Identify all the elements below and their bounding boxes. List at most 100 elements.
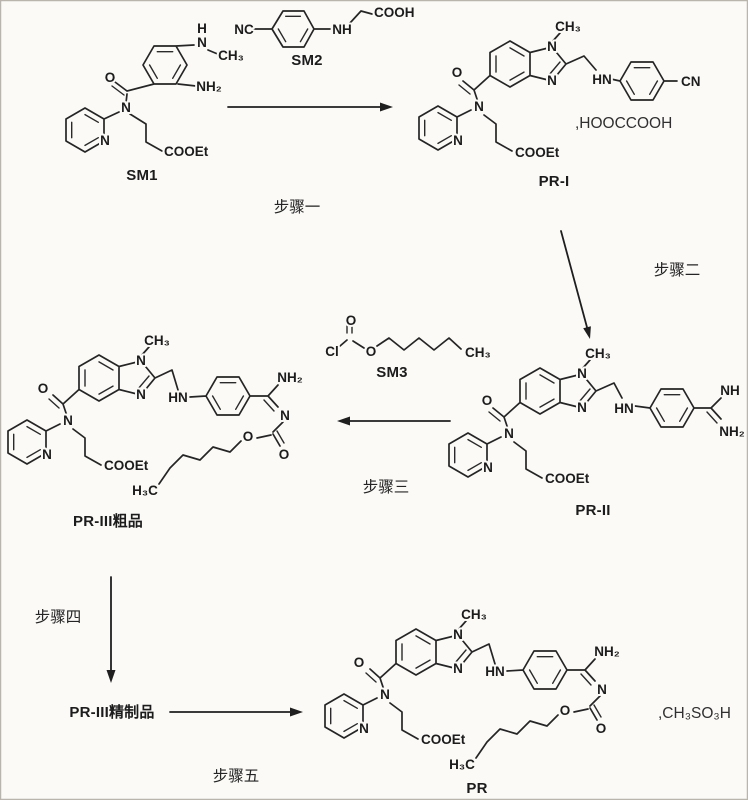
atom-label-n3: N (453, 661, 463, 676)
sm2-bonds (253, 10, 373, 48)
salt-label-mesylate: ,CH₃SO₃H (658, 705, 731, 722)
molecule-sm1: H N CH₃ NH₂ O N N COOEt SM1 (65, 19, 246, 184)
atom-label-n-pyridine: N (483, 460, 493, 475)
pr3-double-bonds (13, 361, 285, 459)
atom-label-o: O (482, 393, 493, 408)
compound-name-sm1: SM1 (126, 167, 157, 184)
step3-arrowhead (337, 416, 350, 426)
atom-label-o-ester: O (560, 703, 571, 718)
compound-name-sm3: SM3 (376, 364, 407, 381)
atom-label-nh2: NH₂ (719, 424, 745, 439)
atom-label-o: O (38, 381, 49, 396)
atom-label-nh2: NH₂ (277, 370, 303, 385)
atom-label-ch3: CH₃ (555, 19, 581, 34)
pr1-bonds (418, 32, 678, 152)
step1-label: 步骤一 (274, 198, 321, 216)
atom-label-cooet: COOEt (104, 458, 149, 473)
atom-label-o: O (354, 655, 365, 670)
sm1-double-bonds (71, 51, 182, 147)
atom-label-n1: N (547, 39, 557, 54)
atom-label-hn: HN (614, 401, 634, 416)
atom-label-nh2: NH₂ (594, 644, 620, 659)
compound-name-pr: PR (466, 780, 487, 797)
atom-label-cooet: COOEt (164, 144, 209, 159)
atom-label-cooet: COOEt (421, 732, 466, 747)
step5-label: 步骤五 (213, 767, 260, 785)
atom-label-o-ester: O (366, 344, 377, 359)
atom-label-n-pyridine: N (42, 447, 52, 462)
compound-name-pr3-crude: PR-III粗品 (73, 513, 143, 530)
atom-label-cooet: COOEt (515, 145, 560, 160)
step3-label: 步骤三 (363, 478, 410, 496)
atom-label-h3c: H₃C (132, 483, 158, 498)
atom-label-nh: NH (720, 383, 740, 398)
reaction-arrows: 步骤一 步骤二 步骤三 步骤四 步骤五 (35, 102, 701, 785)
atom-label-hn: HN (485, 664, 505, 679)
sm1-bonds (65, 44, 221, 153)
atom-label-n3: N (136, 387, 146, 402)
atom-label-ch3: CH₃ (585, 346, 611, 361)
atom-label-n-imine: N (597, 682, 607, 697)
atom-label-n-amide: N (380, 687, 390, 702)
molecule-sm2: NC NH COOH SM2 (232, 3, 416, 69)
atom-label-n-pyridine: N (453, 133, 463, 148)
atom-label-hn: HN (168, 390, 188, 405)
atom-label-nh2: NH₂ (196, 79, 222, 94)
compound-name-pr1: PR-I (539, 173, 570, 190)
step5-arrowhead (290, 707, 303, 717)
atom-label-n-pyridine: N (100, 133, 110, 148)
pr2-double-bonds (454, 374, 718, 472)
atom-label-n-amide: N (504, 426, 514, 441)
pr1-double-bonds (424, 47, 659, 145)
atom-label-n1: N (453, 627, 463, 642)
pr3-bonds (7, 346, 284, 485)
atom-label-nc: NC (234, 22, 254, 37)
atom-label-cl: Cl (325, 344, 339, 359)
step4-label: 步骤四 (35, 608, 82, 626)
atom-label-n-pyridine: N (359, 721, 369, 736)
pr-bonds (324, 620, 601, 759)
step4-arrowhead (106, 670, 116, 683)
atom-label-hn: HN (592, 72, 612, 87)
step1-arrowhead (380, 102, 393, 112)
atom-label-cn: CN (681, 74, 701, 89)
atom-label-h3c: H₃C (449, 757, 475, 772)
atom-label-cooet: COOEt (545, 471, 590, 486)
atom-label-o: O (105, 70, 116, 85)
atom-label-n1: N (577, 366, 587, 381)
molecule-pr2: CH₃ N N HN NH NH₂ O N N COOEt PR-II (448, 344, 747, 519)
molecule-pr: CH₃ N N HN NH₂ N O O H₃C O N N COOEt ,CH… (324, 605, 731, 797)
molecule-pr1: CH₃ N N HN CN O N N COOEt ,HOOCCOOH PR-I (418, 17, 703, 190)
compound-name-sm2: SM2 (291, 52, 322, 69)
atom-label-cooh: COOH (374, 5, 415, 20)
sm2-double-bonds (277, 15, 309, 43)
sm3-double-bonds (346, 324, 353, 334)
atom-label-o: O (452, 65, 463, 80)
atom-label-ch3: CH₃ (144, 333, 170, 348)
atom-label-n3: N (577, 400, 587, 415)
molecule-pr3-crude: CH₃ N N HN NH₂ N O O H₃C O N N COOEt PR-… (7, 331, 305, 530)
atom-label-o-carbamate: O (279, 447, 290, 462)
molecule-sm3: O Cl O CH₃ SM3 (323, 311, 493, 381)
atom-label-n1: N (136, 353, 146, 368)
atom-label-o-carbonyl: O (346, 313, 357, 328)
salt-label-oxalic: ,HOOCCOOH (575, 115, 672, 132)
pr2-bonds (448, 359, 722, 479)
atom-label-o-ester: O (243, 429, 254, 444)
atom-label-h: H (197, 21, 207, 36)
atom-label-n-imine: N (280, 408, 290, 423)
compound-name-pr3-refined: PR-III精制品 (69, 703, 154, 721)
atom-label-ch3: CH₃ (461, 607, 487, 622)
atom-label-n-methyl: N (197, 35, 207, 50)
atom-label-n3: N (547, 73, 557, 88)
step2-arrowhead (583, 326, 591, 339)
atom-label-ch3: CH₃ (465, 345, 491, 360)
compound-name-pr2: PR-II (575, 502, 610, 519)
sm3-bonds (339, 337, 462, 351)
step2-label: 步骤二 (654, 261, 701, 279)
atom-label-n-amide: N (121, 100, 131, 115)
atom-label-n-amide: N (63, 413, 73, 428)
atom-label-n-amide: N (474, 99, 484, 114)
